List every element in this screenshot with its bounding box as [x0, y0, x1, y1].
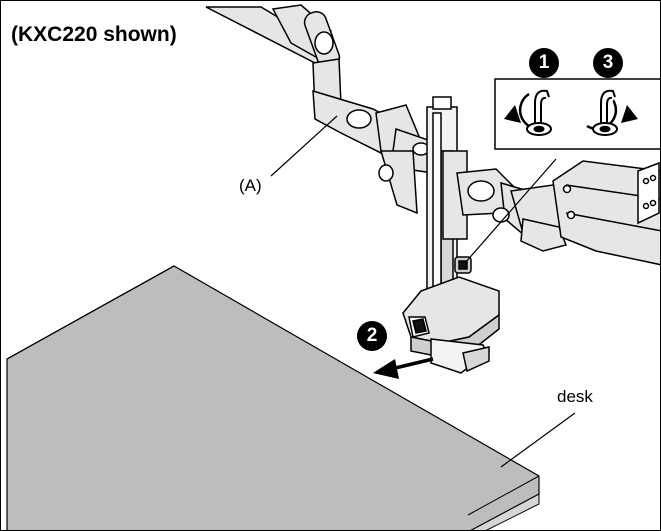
monitor-arm-right	[442, 150, 660, 266]
arm-label: (A)	[239, 176, 262, 195]
desk-label: desk	[557, 387, 593, 406]
slide-arrow-icon	[373, 357, 434, 379]
model-caption: (KXC220 shown)	[11, 23, 177, 46]
leader-line-knob	[464, 158, 557, 264]
step-badge-1: 1	[529, 48, 559, 78]
leader-line-a	[270, 115, 338, 177]
monitor-arm-a	[205, 4, 434, 215]
rotate-counterclockwise-icon	[504, 89, 552, 136]
rotate-clockwise-icon	[586, 89, 638, 136]
leader-line-desk	[500, 412, 576, 468]
desk	[6, 265, 540, 530]
step-badge-3: 3	[593, 48, 623, 78]
step-badge-2: 2	[357, 321, 387, 351]
desk-clamp-base	[402, 276, 500, 374]
